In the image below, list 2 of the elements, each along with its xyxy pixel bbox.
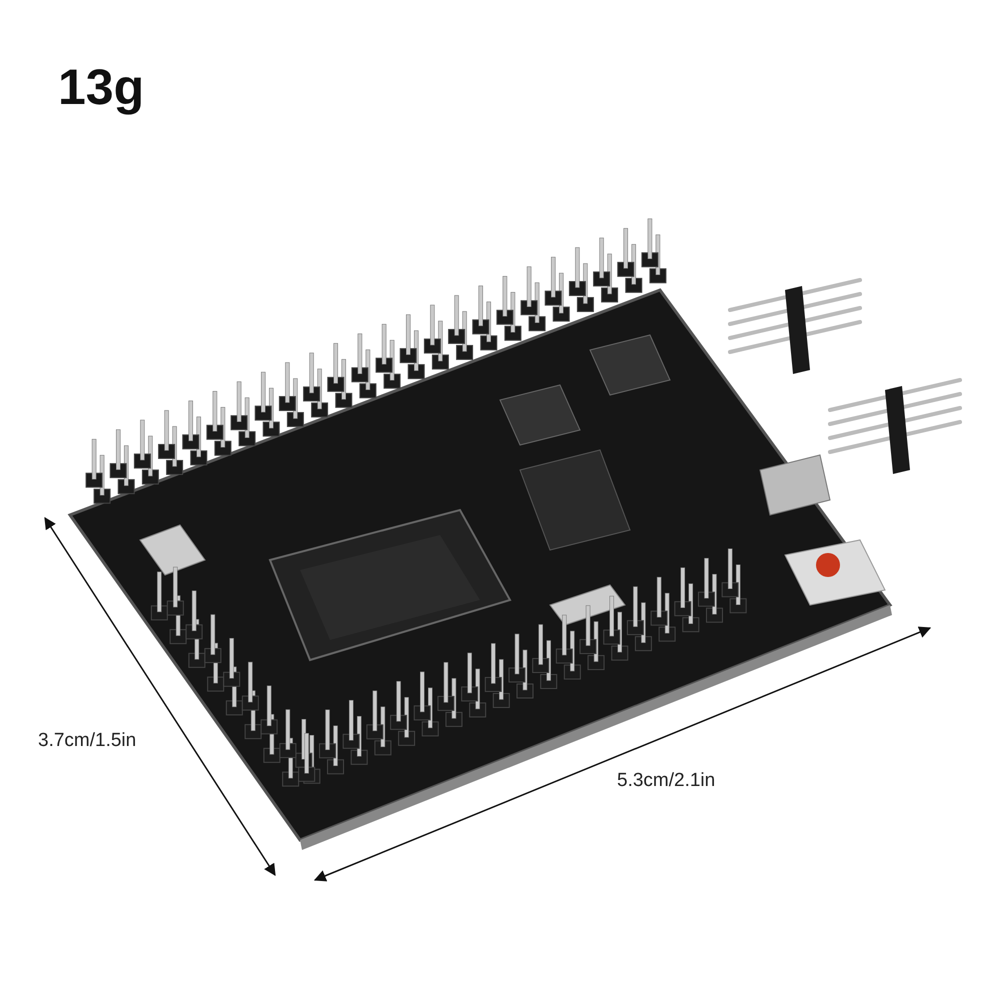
dimension-label: 5.3cm/2.1in — [617, 770, 716, 792]
dimension-label: 3.7cm/1.5in — [38, 730, 136, 752]
